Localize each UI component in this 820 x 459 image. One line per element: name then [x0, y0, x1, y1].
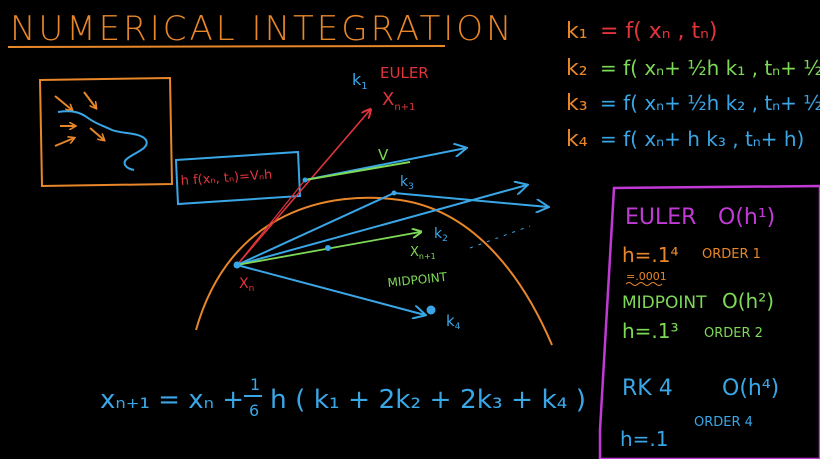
x-next-label: Xn+1 — [382, 89, 415, 113]
rk-eq-4-lhs: k₄ — [566, 127, 588, 152]
vector-labels: k1 EULER Xn+1 V k3 k2 Xn+1 MIDPOINT k4 X… — [239, 64, 461, 332]
euler-h-value: =.0001 — [626, 270, 667, 283]
v-origin-dot — [302, 177, 308, 183]
k4-vector — [236, 264, 425, 315]
rk-eq-4: k₄ = f( xₙ+ h k₃ , tₙ+ h) — [566, 127, 804, 152]
midpoint-order: O(h²) — [722, 289, 774, 313]
rk-eq-1-rhs: = f( xₙ , tₙ) — [600, 19, 718, 44]
dashed-extension — [469, 225, 531, 249]
title-underline — [7, 45, 446, 48]
step-formula-box: h f(xₙ, tₙ)=Vₙh — [174, 150, 302, 206]
k3-vector-2 — [236, 192, 395, 266]
rk-eq-1-lhs: k₁ — [566, 19, 588, 44]
k3-long-vector — [393, 192, 548, 207]
midpoint-label: MIDPOINT — [387, 270, 448, 290]
euler-label: EULER — [380, 64, 429, 82]
orders-box: EULER O(h¹) h=.1⁴ ORDER 1 =.0001 MIDPOIN… — [598, 184, 820, 459]
k4-dot — [426, 305, 436, 315]
k1-vector — [236, 110, 370, 266]
k2-label: k2 — [434, 226, 448, 244]
k3-vector — [236, 185, 527, 266]
xn-label: Xn — [239, 276, 254, 294]
midpoint-h: h=.1³ — [622, 319, 679, 343]
rk4-combination-lhs: xₙ₊₁ = xₙ + — [100, 385, 244, 415]
v-vector-green — [304, 161, 411, 181]
step-vectors — [233, 110, 549, 315]
rk-eq-3-lhs: k₃ — [566, 91, 588, 116]
euler-order-text: ORDER 1 — [702, 247, 761, 262]
rk-eq-2-lhs: k₂ — [566, 56, 588, 81]
rk4-combination-rhs: h ( k₁ + 2k₂ + 2k₃ + k₄ ) — [270, 385, 586, 415]
rk4-combination-formula: xₙ₊₁ = xₙ + 1 6 h ( k₁ + 2k₂ + 2k₃ + k₄ … — [100, 375, 586, 420]
fraction-denominator: 6 — [249, 401, 259, 420]
euler-h-underline — [625, 282, 663, 286]
rk-eq-3: k₃ = f( xₙ+ ½h k₂ , tₙ+ ½h) — [566, 91, 820, 116]
rk-eq-2-rhs: = f( xₙ+ ½h k₁ , tₙ+ ½h) — [600, 56, 820, 80]
rk4-order-text: ORDER 4 — [694, 415, 753, 430]
k1-label: k1 — [352, 70, 368, 92]
midpoint-blend-line — [236, 179, 306, 266]
step-formula: h f(xₙ, tₙ)=Vₙh — [180, 168, 273, 189]
euler-order: O(h¹) — [718, 205, 775, 230]
midpoint-title: MIDPOINT — [622, 293, 707, 313]
xn-dot — [233, 261, 241, 269]
rk-eq-2: k₂ = f( xₙ+ ½h k₁ , tₙ+ ½h) — [566, 56, 820, 81]
rk-eq-1: k₁ = f( xₙ , tₙ) — [566, 19, 718, 44]
fraction-numerator: 1 — [250, 375, 260, 394]
euler-title: EULER — [625, 205, 696, 230]
rk4-equations: k₁ = f( xₙ , tₙ) k₂ = f( xₙ+ ½h k₁ , tₙ+… — [566, 19, 820, 152]
solution-curve — [195, 196, 553, 346]
rk4-h: h=.1 — [620, 427, 669, 451]
rk-eq-4-rhs: = f( xₙ+ h k₃ , tₙ+ h) — [600, 127, 804, 151]
rk4-order: O(h⁴) — [722, 376, 779, 401]
rk4-title: RK 4 — [622, 376, 673, 401]
x-next-midpoint-label: Xn+1 — [410, 245, 436, 261]
euler-h: h=.1⁴ — [622, 243, 679, 267]
midpoint-order-text: ORDER 2 — [704, 326, 763, 341]
flow-field-sketch — [38, 76, 174, 188]
k3-label: k3 — [400, 174, 414, 192]
v-label: V — [378, 146, 389, 164]
page-title: NUMERICAL INTEGRATION — [10, 9, 514, 49]
k4-label: k4 — [446, 312, 461, 332]
midpoint-dot — [325, 245, 331, 251]
rk-eq-3-rhs: = f( xₙ+ ½h k₂ , tₙ+ ½h) — [600, 91, 820, 115]
